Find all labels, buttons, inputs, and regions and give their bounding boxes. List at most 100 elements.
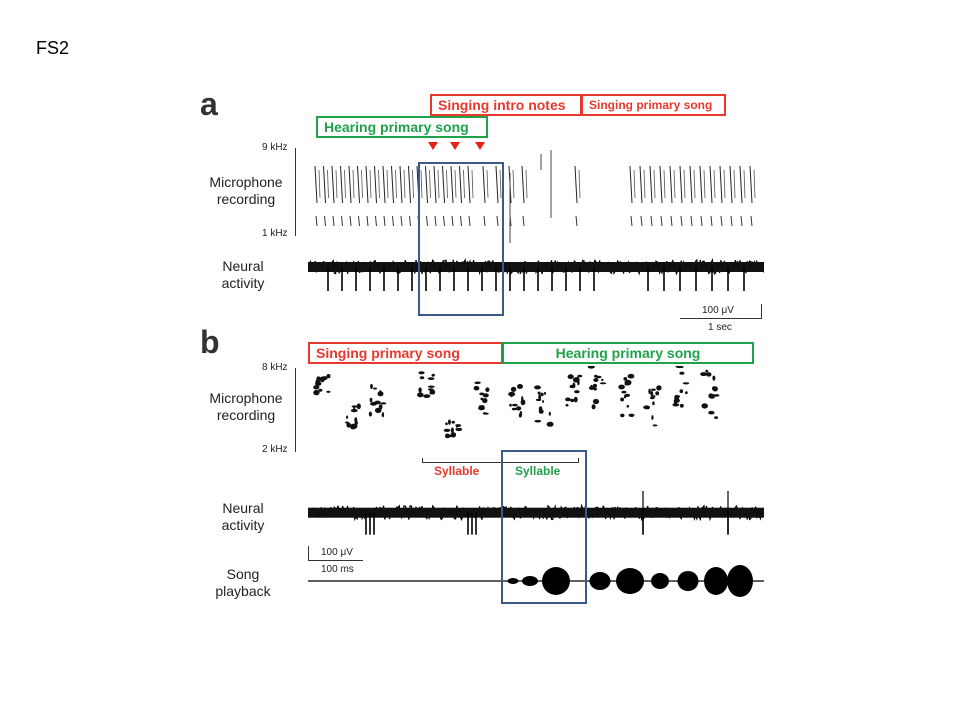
spectro-stroke	[468, 215, 471, 227]
spectro-blob	[419, 376, 425, 380]
spectro-stroke	[720, 215, 723, 227]
spectro-blob	[478, 405, 485, 411]
spectro-stroke	[483, 215, 486, 227]
spectro-stroke	[486, 169, 489, 199]
spectro-blob	[473, 385, 480, 391]
spectro-stroke	[639, 165, 643, 204]
spectro-blob	[326, 390, 331, 393]
spectro-blob	[651, 415, 654, 420]
spectro-stroke	[318, 169, 321, 199]
spectro-blob	[350, 408, 358, 413]
spectro-stroke	[649, 165, 653, 204]
spectro-stroke	[341, 215, 343, 227]
spectro-stroke	[521, 165, 525, 204]
spectro-stroke	[374, 165, 377, 204]
spectro-stroke	[433, 165, 437, 204]
spectro-blob	[318, 388, 323, 392]
playback-burst	[677, 571, 699, 591]
spectro-blob	[510, 386, 517, 392]
freq-bottom-b: 2 kHz	[262, 444, 288, 455]
playback-label-line2: playback	[215, 583, 271, 599]
spectro-stroke	[378, 169, 380, 199]
spectro-blob	[316, 376, 321, 381]
spectro-stroke	[709, 165, 713, 204]
spectro-stroke	[442, 165, 445, 204]
spectro-blob	[381, 412, 385, 418]
spectro-blob	[624, 393, 631, 397]
spectro-blob	[708, 410, 715, 415]
spectro-stroke	[650, 215, 653, 227]
spectro-stroke	[703, 169, 706, 199]
spectro-stroke	[366, 215, 369, 227]
spectro-blob	[346, 415, 349, 419]
neural-band	[308, 507, 764, 518]
spectro-blob	[356, 403, 361, 410]
spectro-stroke	[324, 215, 326, 227]
spectro-blob	[673, 401, 677, 404]
spectro-stroke	[700, 215, 703, 227]
spectro-blob	[431, 373, 435, 377]
spectro-stroke	[730, 215, 733, 227]
spectro-blob	[592, 398, 600, 405]
spectro-stroke	[429, 169, 431, 199]
spectro-blob	[535, 398, 542, 402]
spectro-blob	[706, 372, 712, 377]
playback-burst	[542, 567, 570, 595]
spectro-stroke	[358, 215, 360, 227]
neural-band	[308, 262, 764, 272]
label-singing-primary-song-a: Singing primary song	[581, 94, 726, 116]
spectro-stroke	[382, 165, 386, 204]
spectro-blob	[368, 411, 372, 417]
spectro-stroke	[753, 169, 756, 199]
spectro-stroke	[750, 215, 753, 227]
spectro-blob	[479, 392, 485, 396]
playback-burst	[589, 572, 611, 590]
spectro-blob	[482, 398, 488, 404]
spectro-stroke	[403, 169, 406, 199]
spectro-stroke	[369, 169, 372, 199]
spectro-blob	[485, 387, 490, 392]
spectro-blob	[679, 371, 685, 375]
spectrogram-b	[313, 366, 720, 439]
spectro-stroke	[733, 169, 736, 199]
label-singing-intro-notes: Singing intro notes	[430, 94, 582, 116]
spectro-blob	[565, 403, 569, 407]
spectro-stroke	[450, 165, 454, 204]
spectro-blob	[684, 391, 688, 395]
freq-top-a: 9 kHz	[262, 142, 288, 153]
spectro-blob	[626, 405, 630, 408]
figure: a Singing intro notes Singing primary so…	[190, 86, 780, 616]
spectro-blob	[675, 366, 681, 368]
spectro-blob	[480, 397, 484, 401]
spectro-blob	[456, 424, 462, 427]
playback-label-line1: Song	[226, 566, 260, 582]
spectro-blob	[374, 407, 382, 413]
spectro-blob	[482, 412, 488, 415]
spectro-stroke	[451, 215, 454, 227]
spectro-blob	[588, 386, 595, 390]
spectro-blob	[538, 394, 542, 400]
spectro-stroke	[314, 165, 318, 204]
spectro-stroke	[482, 165, 486, 204]
spectro-blob	[709, 393, 715, 399]
spectro-stroke	[460, 215, 462, 227]
spectro-stroke	[574, 165, 578, 204]
spectro-stroke	[434, 215, 437, 227]
spectro-stroke	[352, 169, 355, 199]
spectro-stroke	[525, 169, 528, 199]
spectro-stroke	[495, 165, 499, 204]
spectro-blob	[509, 403, 512, 407]
spectro-blob	[627, 373, 635, 379]
spectro-stroke	[743, 169, 746, 199]
spectro-blob	[620, 413, 625, 418]
syllable-label-green: Syllable	[515, 464, 561, 478]
spectro-blob	[569, 384, 574, 389]
freq-axis-a	[295, 148, 296, 236]
spectro-blob	[418, 371, 425, 375]
spectro-stroke	[578, 169, 581, 199]
spectro-stroke	[365, 165, 369, 204]
mic-label-a-line2: recording	[216, 191, 276, 207]
spectro-stroke	[471, 169, 474, 199]
mic-label-b: Microphone recording	[198, 390, 294, 424]
spectro-blob	[652, 401, 655, 406]
